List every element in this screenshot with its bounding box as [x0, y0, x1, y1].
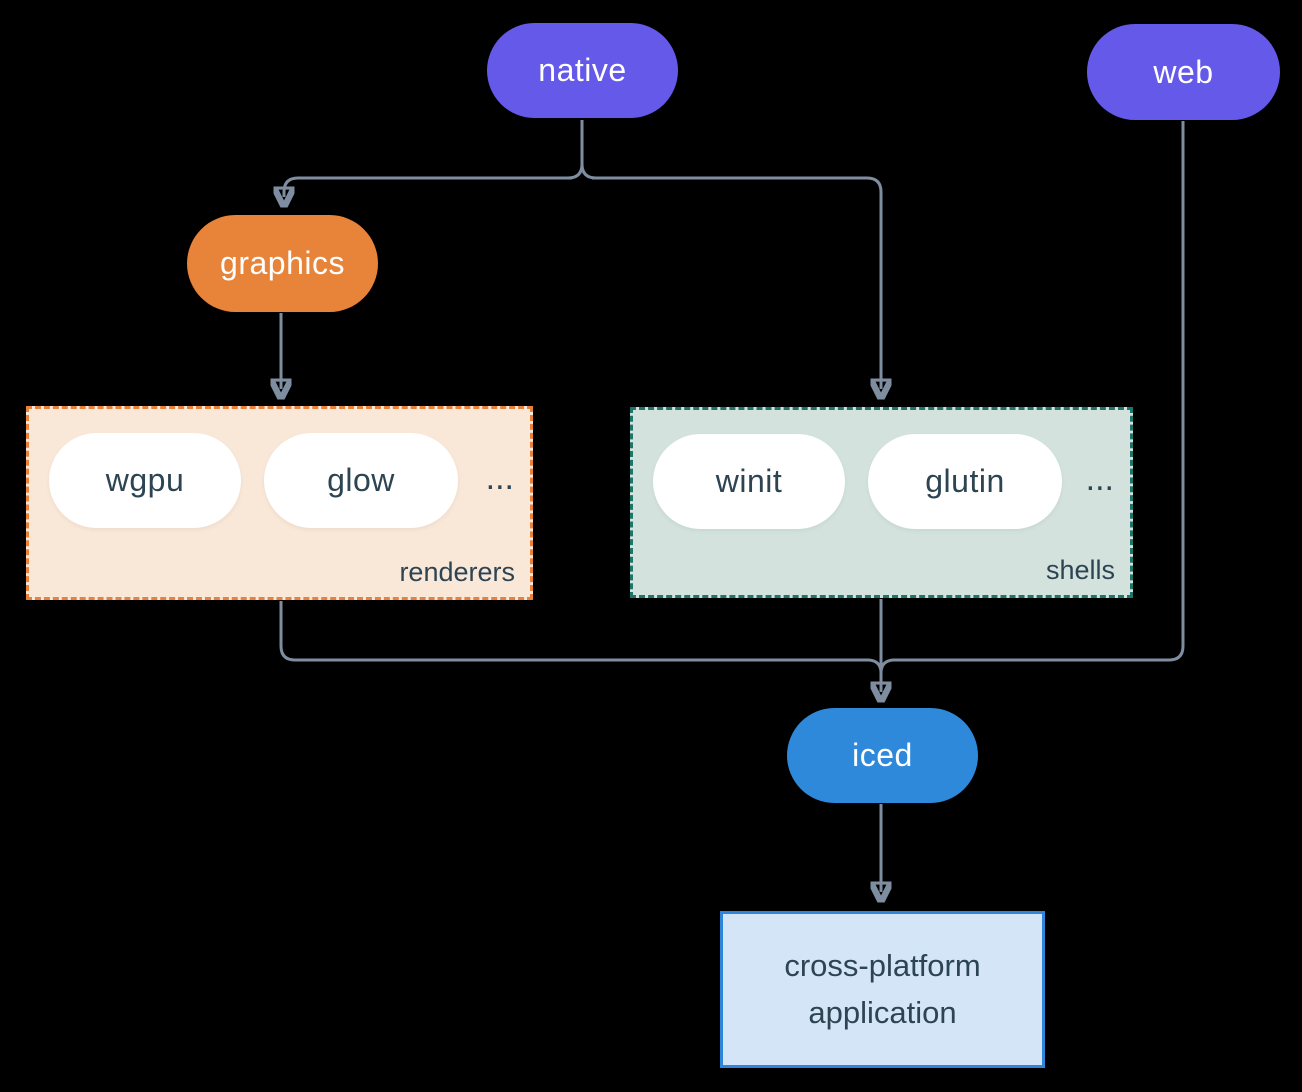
renderers-ellipsis: ...: [485, 459, 514, 497]
application-label-line2: application: [808, 994, 957, 1030]
edge-fork-to-shells: [592, 176, 881, 389]
node-native: native: [487, 23, 678, 118]
pill-wgpu-label: wgpu: [105, 462, 185, 498]
edge-fork-to-graphics: [284, 176, 572, 197]
node-native-label: native: [538, 52, 627, 88]
node-web-label: web: [1153, 53, 1214, 90]
edge-native-stem-right-flare: [580, 120, 597, 180]
shells-ellipsis: ...: [1085, 460, 1114, 498]
edge-native-stem-left-flare: [567, 120, 584, 180]
pill-glow: glow: [264, 433, 458, 528]
pill-glutin: glutin: [868, 434, 1062, 529]
edge-renderers-to-merge: [279, 601, 883, 674]
application-box: cross-platform application: [720, 911, 1045, 1068]
node-graphics-label: graphics: [220, 245, 345, 281]
pill-winit-label: winit: [715, 463, 783, 499]
pill-wgpu: wgpu: [49, 433, 241, 528]
node-graphics: graphics: [187, 215, 378, 312]
pill-glow-label: glow: [327, 462, 395, 498]
shells-label: shells: [1045, 555, 1115, 585]
group-renderers: wgpu glow ... renderers: [26, 406, 533, 600]
pill-winit: winit: [653, 434, 845, 529]
group-shells: winit glutin ... shells: [630, 407, 1133, 598]
node-iced-label: iced: [852, 737, 913, 773]
node-iced: iced: [787, 708, 978, 803]
node-web: web: [1087, 24, 1280, 120]
pill-glutin-label: glutin: [925, 463, 1005, 499]
renderers-label: renderers: [399, 557, 515, 587]
application-label-line1: cross-platform: [784, 948, 981, 983]
